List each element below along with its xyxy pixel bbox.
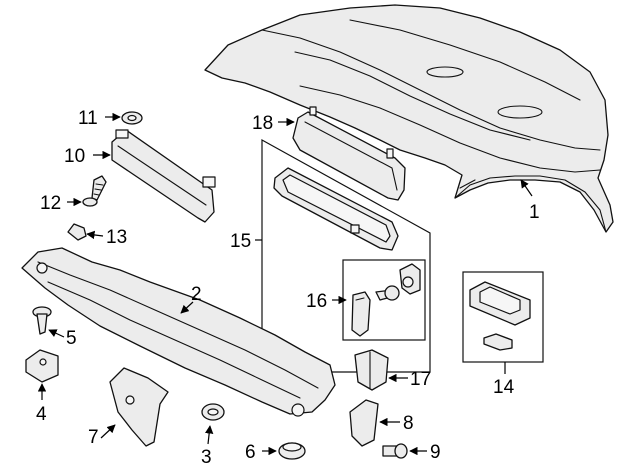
screw-9 (382, 443, 408, 459)
bracket-4 (25, 349, 59, 383)
bracket-8 (349, 399, 379, 447)
clip-13 (67, 223, 87, 241)
grommet-3 (201, 403, 225, 421)
callout-5: 5 (66, 328, 77, 349)
trim-panel-18 (292, 106, 406, 201)
callout-labels: 1 2 3 4 5 6 7 8 9 10 11 12 13 14 15 16 1… (36, 108, 540, 468)
callout-15: 15 (230, 231, 251, 252)
dome-lamp (469, 281, 531, 351)
weatherstrip-seal (273, 167, 399, 251)
cap-6 (278, 442, 306, 460)
screw-12 (82, 175, 107, 207)
callout-10: 10 (64, 146, 85, 167)
callout-6: 6 (245, 442, 256, 463)
callout-14: 14 (493, 377, 515, 398)
callout-8: 8 (403, 413, 414, 434)
callout-4: 4 (36, 404, 47, 425)
push-pin-5 (32, 306, 52, 335)
callout-12: 12 (40, 193, 61, 214)
sun-visor (111, 129, 216, 223)
roof-panel (204, 4, 614, 233)
callout-18: 18 (252, 113, 273, 134)
bracket-17 (354, 349, 389, 391)
roof-header-panel (21, 247, 336, 417)
clip-16 (351, 263, 421, 337)
callout-3: 3 (201, 447, 212, 468)
callout-16: 16 (306, 291, 327, 312)
leader-lines (37, 112, 533, 456)
callout-9: 9 (430, 442, 441, 463)
callout-7: 7 (88, 427, 99, 448)
callout-11: 11 (78, 108, 98, 129)
callout-13: 13 (106, 227, 127, 248)
callout-2: 2 (191, 284, 202, 305)
callout-1: 1 (529, 202, 540, 223)
bracket-7 (109, 367, 169, 447)
washer-11 (121, 111, 143, 125)
callout-17: 17 (410, 369, 431, 390)
